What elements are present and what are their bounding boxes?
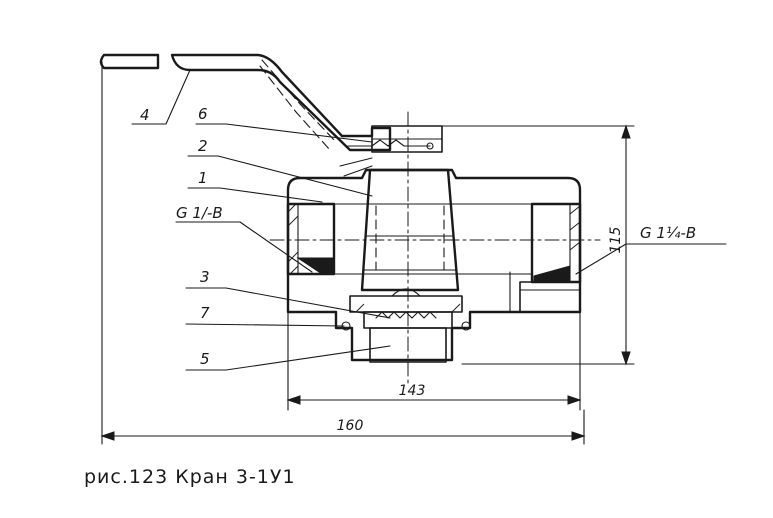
dim-inner-width-text: 143 <box>399 383 426 399</box>
part-label-2: 2 <box>198 137 208 155</box>
part-label-6: 6 <box>198 105 208 123</box>
plug <box>360 168 460 292</box>
leader-thread-right: G 1¼-В <box>575 224 727 275</box>
stem-nut <box>339 125 443 177</box>
thread-label: G 1¼-В <box>640 224 696 242</box>
dimension-height: 115 <box>439 124 635 366</box>
dimension-inner-width: 143 <box>286 311 582 411</box>
handle <box>99 53 392 152</box>
leader-7: 7 <box>185 304 345 327</box>
part-label-1: 1 <box>198 169 208 187</box>
valve-body <box>286 168 582 362</box>
leader-5: 5 <box>185 345 391 371</box>
part-label-7: 7 <box>200 304 210 322</box>
dim-height-text: 115 <box>608 227 624 254</box>
dim-outer-width-text: 160 <box>337 418 364 434</box>
leader-6: 6 <box>195 105 373 143</box>
leader-2: 2 <box>187 137 373 197</box>
part-label-3: 3 <box>200 268 210 286</box>
leader-1: 1 <box>187 169 323 203</box>
leader-g-left: G 1/-В <box>175 204 313 273</box>
leader-3: 3 <box>185 268 391 319</box>
part-label-5: 5 <box>200 350 210 368</box>
leader-4: 4 <box>131 69 191 125</box>
part-label-4: 4 <box>140 106 150 124</box>
figure-caption: рис.123 Кран 3-1У1 <box>84 466 296 488</box>
part-label-g-left: G 1/-В <box>176 204 223 222</box>
dimension-outer-width: 160 <box>100 61 586 445</box>
